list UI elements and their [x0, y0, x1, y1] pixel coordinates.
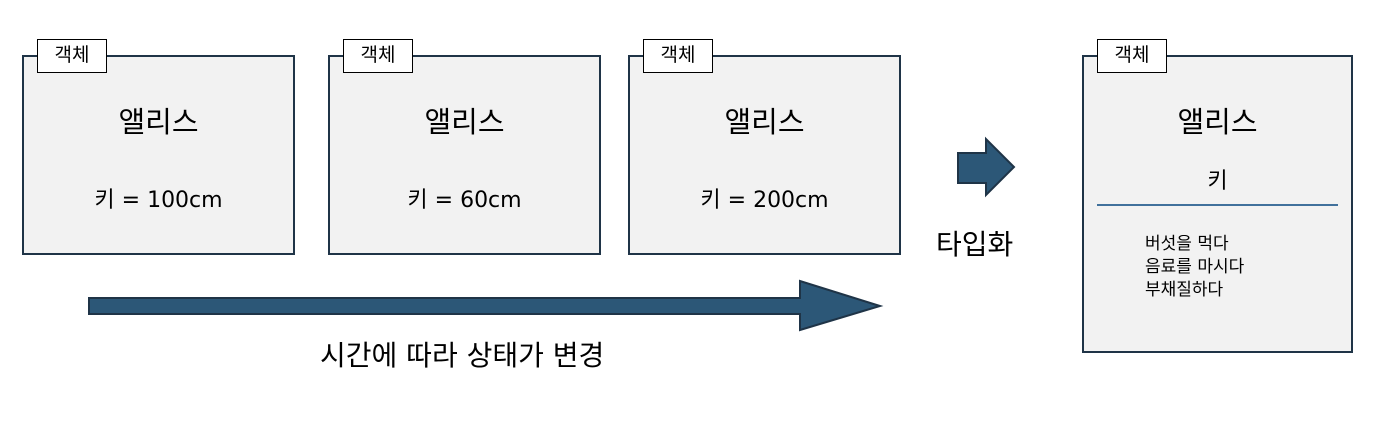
- object-name: 앨리스: [1177, 105, 1258, 139]
- object-tag: 객체: [343, 39, 413, 73]
- time-arrow-shape: [88, 279, 884, 332]
- object-value: 키 = 200cm: [700, 188, 829, 213]
- right-arrow-icon: [957, 136, 1016, 198]
- object-value: 키 = 100cm: [94, 188, 223, 213]
- object-tag: 객체: [1097, 39, 1167, 73]
- field-divider: [1097, 204, 1338, 206]
- object-tag: 객체: [643, 39, 713, 73]
- typing-label: 타입화: [936, 228, 1014, 261]
- type-object: 앨리스 키 버섯을 먹다 음료를 마시다 부채질하다: [1082, 55, 1353, 353]
- time-arrow-label: 시간에 따라 상태가 변경: [320, 339, 605, 372]
- method-item: 버섯을 먹다: [1145, 234, 1229, 254]
- method-list: 버섯을 먹다 음료를 마시다 부채질하다: [1145, 233, 1244, 302]
- object-tag: 객체: [37, 39, 107, 73]
- long-right-arrow-icon: [88, 279, 884, 332]
- object-name: 앨리스: [118, 105, 199, 139]
- object-name: 앨리스: [724, 105, 805, 139]
- object-value: 키 = 60cm: [407, 188, 522, 213]
- state-object-2: 앨리스 키 = 60cm: [328, 55, 601, 255]
- field-label: 키: [1207, 169, 1228, 194]
- state-object-3: 앨리스 키 = 200cm: [628, 55, 901, 255]
- method-item: 부채질하다: [1145, 280, 1224, 300]
- typing-arrow-shape: [957, 136, 1016, 198]
- object-name: 앨리스: [424, 105, 505, 139]
- state-object-1: 앨리스 키 = 100cm: [22, 55, 295, 255]
- method-item: 음료를 마시다: [1145, 257, 1245, 277]
